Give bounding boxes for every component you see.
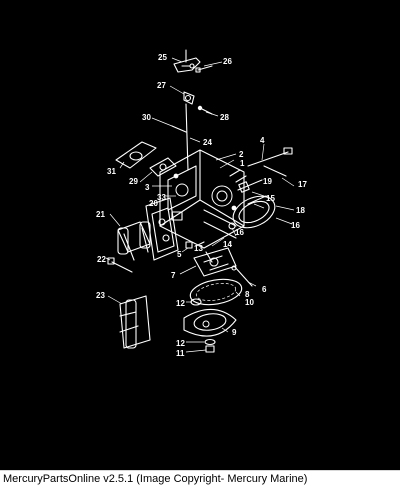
callout-4: 4 (260, 136, 265, 145)
part-30-plate (149, 157, 177, 177)
callout-10: 10 (245, 298, 254, 307)
part-29-screw (197, 105, 213, 115)
callout-26: 25 (158, 53, 167, 62)
callout-5: 5 (177, 250, 182, 259)
copyright-caption: MercuryPartsOnline v2.5.1 (Image Copyrig… (3, 473, 308, 485)
callout-27: 26 (223, 57, 232, 66)
callout-24: 22 (97, 255, 106, 264)
callout-29: 28 (220, 113, 229, 122)
callout-13: 13 (194, 244, 203, 253)
callout-16: 16 (235, 228, 244, 237)
callout-25: 24 (203, 138, 212, 147)
callout-2: 2 (239, 150, 244, 159)
part-24-screw (107, 257, 133, 273)
callout-17: 16 (291, 221, 300, 230)
part-28-link (183, 91, 195, 105)
callout-28: 27 (157, 81, 166, 90)
callout-22: 21 (96, 210, 105, 219)
part-11-screw (204, 338, 216, 353)
carburetor-body (159, 149, 247, 249)
callout-8: 8 (245, 290, 250, 299)
part-4-screw (247, 147, 293, 177)
part-16-plug (228, 222, 236, 230)
callout-23: 23 (96, 291, 105, 300)
callout-9: 9 (232, 328, 237, 337)
callout-21: 20 (149, 199, 158, 208)
callout-12-lower: 12 (176, 339, 185, 348)
part-21-cover (145, 197, 179, 261)
callout-7: 7 (171, 271, 176, 280)
part-25-shaft (171, 103, 189, 171)
callout-3: 3 (145, 183, 150, 192)
part-9-bowl (183, 308, 237, 337)
part-32-gasket (115, 141, 157, 169)
exploded-carburetor-diagram: 25 26 27 28 30 24 4 2 1 31 29 17 3 19 33… (0, 0, 400, 470)
callout-15: 15 (266, 194, 275, 203)
part-drawings (105, 49, 295, 353)
callout-6: 6 (262, 285, 267, 294)
callout-19: 18 (296, 206, 305, 215)
callout-31: 30 (142, 113, 151, 122)
part-26-lever (173, 49, 201, 73)
part-7-float (193, 247, 253, 287)
callout-numbers: 25 26 27 28 30 24 4 2 1 31 29 17 3 19 33… (96, 53, 307, 358)
leader-lines (105, 57, 295, 353)
callout-30: 29 (129, 177, 138, 186)
callout-1: 1 (240, 159, 245, 168)
part-20-needle (237, 179, 267, 205)
callout-18: 17 (298, 180, 307, 189)
status-bar: MercuryPartsOnline v2.5.1 (Image Copyrig… (0, 470, 400, 488)
part-10-gasket (189, 278, 243, 306)
diagram-canvas: 25 26 27 28 30 24 4 2 1 31 29 17 3 19 33… (96, 49, 307, 358)
part-23-pump (119, 295, 151, 349)
callout-12-upper: 12 (176, 299, 185, 308)
part-22-pump (117, 221, 151, 261)
callout-32: 31 (107, 167, 116, 176)
callout-33: 33 (157, 193, 166, 202)
callout-14: 14 (223, 240, 232, 249)
part-27-screw (195, 65, 213, 73)
callout-11: 11 (176, 349, 185, 358)
part-17-disc (232, 195, 276, 229)
callout-20: 19 (263, 177, 272, 186)
